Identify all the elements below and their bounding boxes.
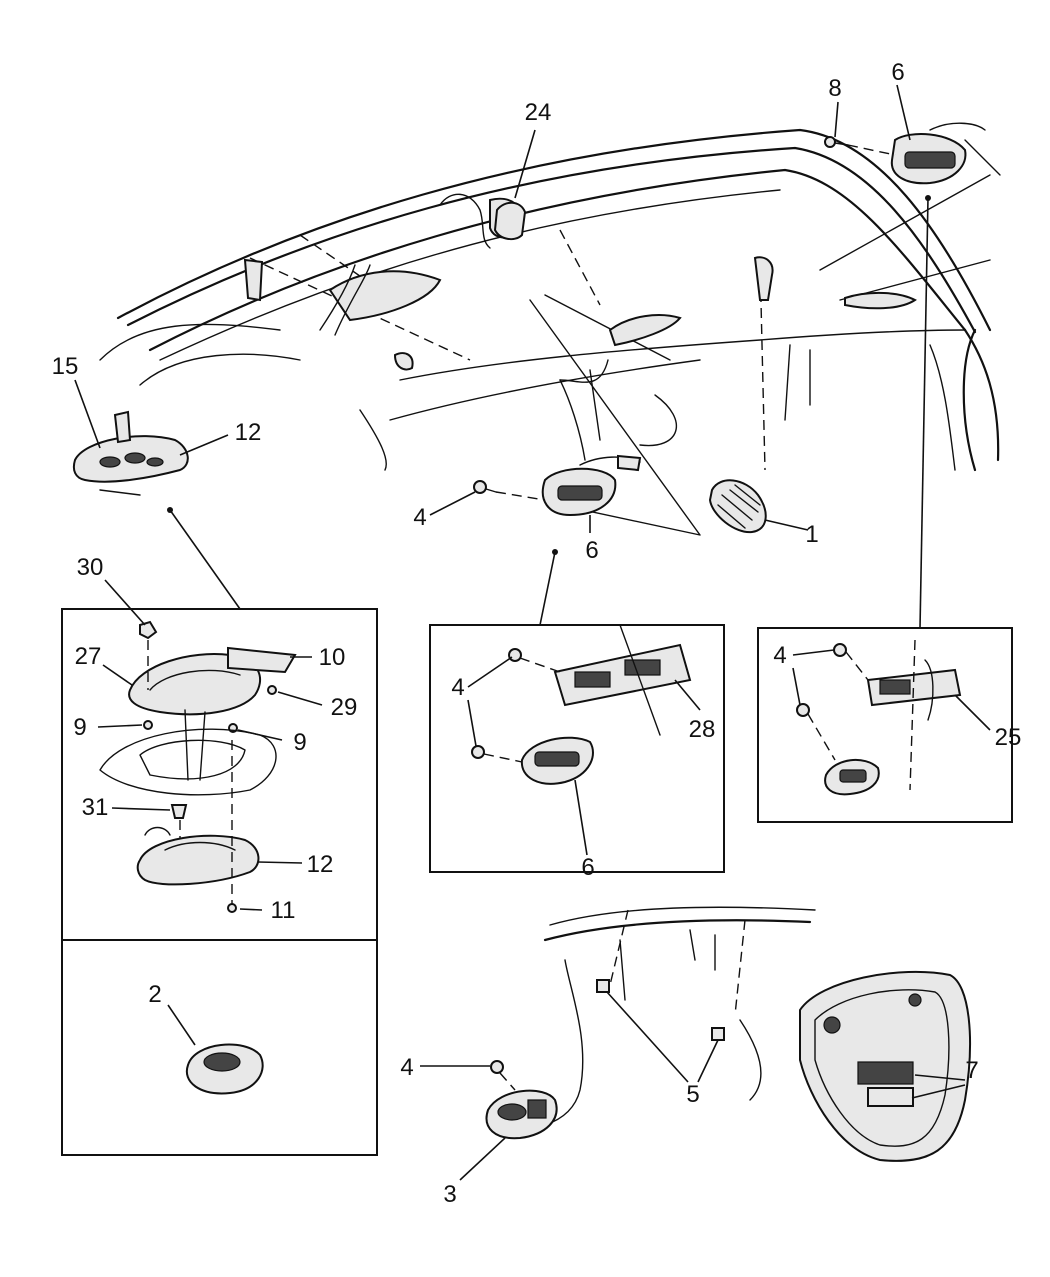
part-8-screw bbox=[824, 136, 896, 156]
callout-4-center: 4 bbox=[451, 674, 464, 701]
bottom-harness bbox=[485, 906, 816, 1140]
callout-15: 15 bbox=[52, 353, 79, 380]
callout-6-center: 6 bbox=[581, 854, 594, 881]
center-detail-box bbox=[429, 549, 725, 873]
part-7-overhead-console bbox=[799, 970, 971, 1162]
callout-4-mid: 4 bbox=[413, 504, 426, 531]
headliner-assembly bbox=[99, 128, 1000, 536]
callout-labels: 24 8 6 15 12 4 6 1 30 27 10 29 9 9 31 12… bbox=[52, 59, 1022, 1208]
callout-4-bottom: 4 bbox=[400, 1054, 413, 1081]
callout-30: 30 bbox=[77, 554, 104, 581]
callout-4-right: 4 bbox=[773, 642, 786, 669]
part-6-top-lamp bbox=[890, 122, 1001, 185]
callout-2: 2 bbox=[148, 981, 161, 1008]
callout-12-box: 12 bbox=[307, 851, 334, 878]
callout-5: 5 bbox=[686, 1081, 699, 1108]
callout-10: 10 bbox=[319, 644, 346, 671]
part-12-overhead-console-top bbox=[72, 410, 189, 496]
part-1-speaker-grille bbox=[708, 479, 767, 534]
right-detail-box bbox=[757, 195, 1013, 823]
callout-6-top: 6 bbox=[891, 59, 904, 86]
callout-25: 25 bbox=[995, 724, 1022, 751]
callout-28: 28 bbox=[689, 716, 716, 743]
callout-8: 8 bbox=[828, 75, 841, 102]
callout-7: 7 bbox=[965, 1057, 978, 1084]
callout-1: 1 bbox=[805, 521, 818, 548]
callout-12-top: 12 bbox=[235, 419, 262, 446]
left-detail-box bbox=[61, 507, 378, 1156]
callout-27: 27 bbox=[75, 643, 102, 670]
callout-3: 3 bbox=[443, 1181, 456, 1208]
callout-24: 24 bbox=[525, 99, 552, 126]
part-4-mid-screw bbox=[473, 480, 546, 501]
callout-11: 11 bbox=[271, 897, 296, 924]
callout-leaders bbox=[74, 84, 991, 1181]
callout-29: 29 bbox=[331, 694, 358, 721]
part-24-switch bbox=[493, 201, 527, 241]
callout-9-right: 9 bbox=[293, 729, 306, 756]
callout-6-mid: 6 bbox=[585, 537, 598, 564]
callout-31: 31 bbox=[82, 794, 109, 821]
callout-9-left: 9 bbox=[73, 714, 86, 741]
part-6-mid-lamp bbox=[541, 454, 642, 517]
